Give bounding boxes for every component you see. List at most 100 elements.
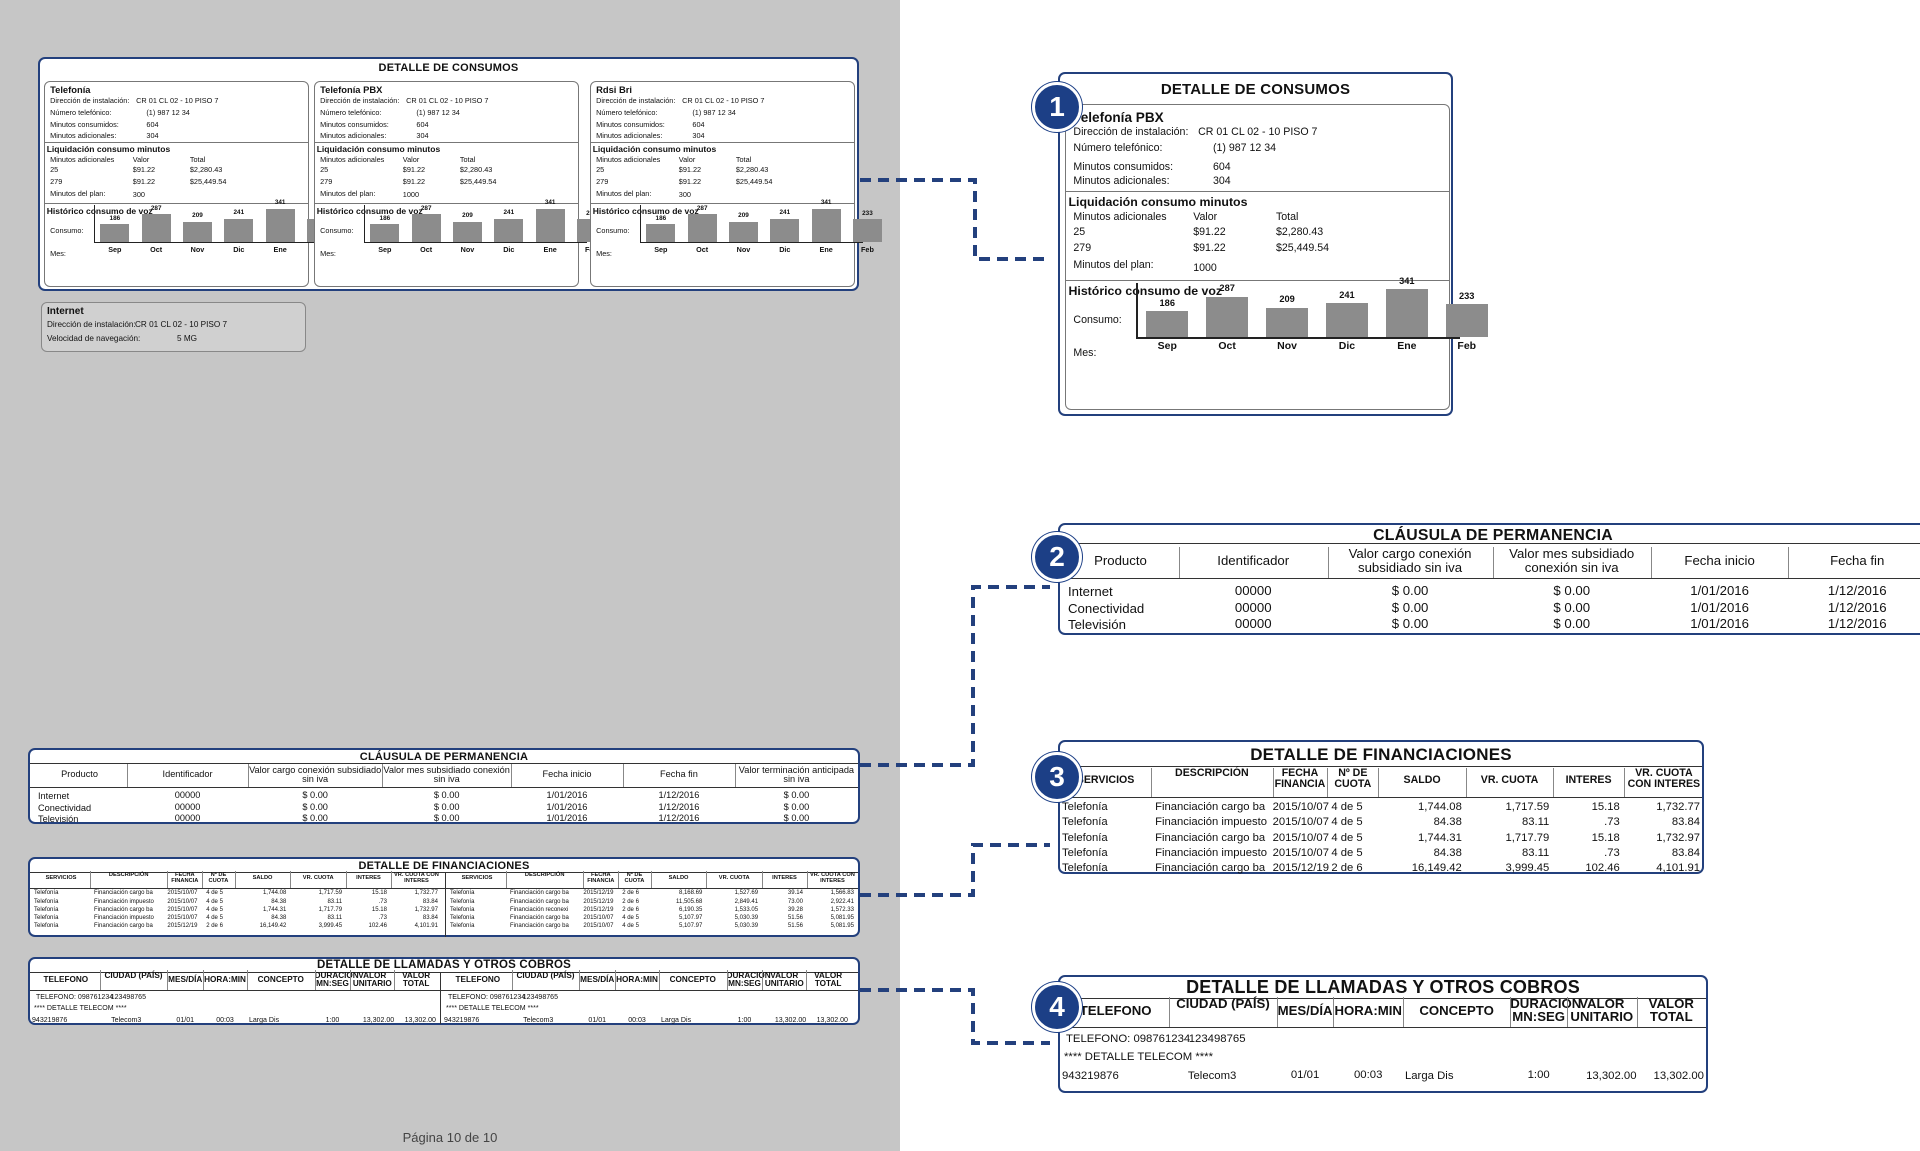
consumos-zoom-plan-value: 1000 [1193,261,1217,274]
connector-1 [860,178,1050,261]
consumos-thumb-1-consumo-label: Consumo: [50,225,84,235]
consumos-zoom-chart-month-label: Sep [1157,341,1177,353]
permanencia-zoom-cell: Televisión [1068,617,1126,633]
consumos-thumb-2-chart-bar [411,214,441,243]
financiaciones-thumb-left-cell-amount: 1,717.79 [318,906,343,913]
llamadas-thumb-left-cell-valor-unit: 13,302.00 [362,1016,395,1024]
financiaciones-thumb-left-cell-amount: 83.84 [422,915,438,922]
consumos-thumb-3-chart-value-label: 186 [655,214,667,222]
financiaciones-zoom-cell-fecha: 2015/10/07 [1272,831,1329,844]
consumos-zoom-chart-value-label: 287 [1219,283,1235,294]
permanencia-thumb-header-divider [622,764,624,787]
consumos-thumb-1-consumidos-label: Minutos consumidos: [50,120,119,130]
consumos-thumb-3-liq-row-valor: $91.22 [678,165,702,175]
consumos-thumb-1-chart-bar [100,224,130,243]
permanencia-zoom-cell: $ 0.00 [1553,583,1591,599]
consumos-thumb-2-chart-month-label: Sep [378,244,392,254]
financiaciones-thumb-left-cell-fecha: 2015/10/07 [167,906,198,913]
financiaciones-thumb-right-cell-amount: 39.14 [787,890,803,897]
financiaciones-thumb-right-header-cell: FECHA FINANCIA [587,871,615,884]
financiaciones-thumb-right-cell-amount: 2,849.41 [734,898,759,905]
llamadas-thumb-right-cell-duracion: 1:00 [737,1016,752,1024]
consumos-thumb-1-chart-bar [224,218,254,243]
consumos-thumb-1-chart-month-label: Oct [150,244,163,254]
financiaciones-zoom-cell-fecha: 2015/10/07 [1272,800,1329,813]
financiaciones-zoom-header-divider [1465,768,1467,797]
consumos-thumb-3-plan-label: Minutos del plan: [596,188,652,198]
financiaciones-thumb-left-cell-amount: 16,149.42 [259,923,287,930]
consumos-zoom-consumidos-value: 604 [1212,160,1231,173]
consumos-zoom-total-header: Total [1275,211,1299,224]
consumos-zoom-liq-row-minutes: 25 [1073,226,1086,239]
llamadas-thumb-right-cell-mesdia: 01/01 [588,1016,607,1024]
llamadas-thumb-left-header-cell: CIUDAD (PAÍS) [104,970,163,980]
financiaciones-thumb-left-cell-amount: 83.11 [327,898,343,905]
llamadas-thumb-right-cell-valor-unit: 13,302.00 [774,1016,807,1024]
financiaciones-zoom-cell-descripcion: Financiación impuesto [1155,846,1268,859]
financiaciones-thumb-left-cell-cuota: 4 de 5 [206,890,223,897]
consumos-zoom-chart-value-label: 341 [1399,275,1415,286]
internet-title: Internet [47,306,84,317]
permanencia-zoom-cell: 1/12/2016 [1827,616,1887,632]
consumos-thumb-1-chart-month-label: Dic [233,244,245,254]
permanencia-zoom-header-divider [1178,547,1180,578]
financiaciones-thumb-right-header-cell: SALDO [668,875,689,882]
financiaciones-thumb-left-cell-amount: 1,744.31 [262,906,287,913]
permanencia-thumb-header-divider [511,764,513,787]
consumos-thumb-3-historico-title: Histórico consumo de voz [592,205,699,216]
financiaciones-thumb-left-cell-fecha: 2015/12/19 [167,923,198,930]
financiaciones-thumb-left-header-divider [234,871,236,889]
consumos-thumb-3-plan-value: 300 [678,190,691,200]
consumos-thumb-2-liq-row-minutes: 25 [320,165,329,175]
financiaciones-zoom-header-divider [1378,768,1380,797]
financiaciones-thumb-left-header-divider [90,871,92,889]
consumos-thumb-3-consumo-label: Consumo: [596,225,630,235]
financiaciones-zoom-cell-cuota: 4 de 5 [1331,846,1363,859]
permanencia-zoom-header-rule [1060,577,1920,579]
financiaciones-thumb-left-cell-amount: 102.46 [368,923,387,930]
financiaciones-thumb-right-header-divider [650,871,652,889]
consumos-thumb-2-chart-value-label: 186 [379,214,391,222]
financiaciones-thumb-right-cell-amount: 5,107.97 [678,915,703,922]
consumos-thumb-3-adicionales-value: 304 [692,130,705,140]
financiaciones-thumb-right-cell-servicio: Telefonía [450,915,475,922]
consumos-thumb-3-liq-row-total: $2,280.43 [735,165,769,175]
llamadas-zoom-telefono-line: TELEFONO: 098761234 [1066,1032,1191,1045]
financiaciones-zoom-cell-servicio: Telefonía [1062,800,1108,813]
consumos-thumb-1-liq-row-total: $2,280.43 [189,165,223,175]
consumos-thumb-2-service-name: Telefonía PBX [320,85,383,96]
financiaciones-zoom-cell-amount: 4,101.91 [1656,862,1700,875]
llamadas-thumb-right-header-divider [658,970,660,991]
consumos-thumb-2-chart-bar [494,218,524,243]
consumos-thumb-2-chart-month-label: Oct [420,244,433,254]
llamadas-thumb-left-cell-duracion: 1:00 [325,1016,340,1024]
llamadas-zoom-title: DETALLE DE LLAMADAS Y OTROS COBROS [1186,977,1580,997]
financiaciones-thumb-left-cell-cuota: 4 de 5 [206,906,223,913]
consumos-thumb-3-total-header: Total [735,155,752,165]
financiaciones-thumb-left-cell-amount: 1,732.77 [414,890,438,897]
financiaciones-thumb-right-cell-amount: 2,922.41 [830,898,854,905]
permanencia-zoom-title: CLÁUSULA DE PERMANENCIA [1373,526,1613,544]
permanencia-zoom-header-cell: Identificador [1217,553,1290,569]
connector-2 [860,585,1050,767]
consumos-zoom-consumidos-label: Minutos consumidos: [1073,160,1174,173]
consumos-zoom-service-name: Telefonía PBX [1073,109,1164,125]
financiaciones-thumb-right-cell-fecha: 2015/12/19 [583,890,614,897]
consumos-thumb-2-chart-value-label: 341 [544,199,556,207]
llamadas-thumb-right-header-divider [762,970,764,991]
financiaciones-thumb-left-cell-amount: 4,101.91 [414,923,438,930]
permanencia-thumb-header-rule [30,786,858,788]
permanencia-thumb-cell: $ 0.00 [783,813,810,824]
financiaciones-thumb-left-cell-cuota: 4 de 5 [206,898,223,905]
financiaciones-thumb-right-cell-cuota: 4 de 5 [622,923,639,930]
consumos-thumb-3-chart-bar [646,224,676,243]
financiaciones-thumb-left-header-divider [290,871,292,889]
permanencia-zoom-cell: 1/01/2016 [1690,616,1749,632]
financiaciones-zoom-cell-servicio: Telefonía [1062,846,1108,859]
financiaciones-zoom-cell-amount: 15.18 [1591,831,1620,844]
financiaciones-zoom-header-divider [1623,768,1625,797]
permanencia-zoom-cell: Conectividad [1068,600,1145,616]
consumos-thumb-2-chart-month-label: Nov [460,244,475,254]
